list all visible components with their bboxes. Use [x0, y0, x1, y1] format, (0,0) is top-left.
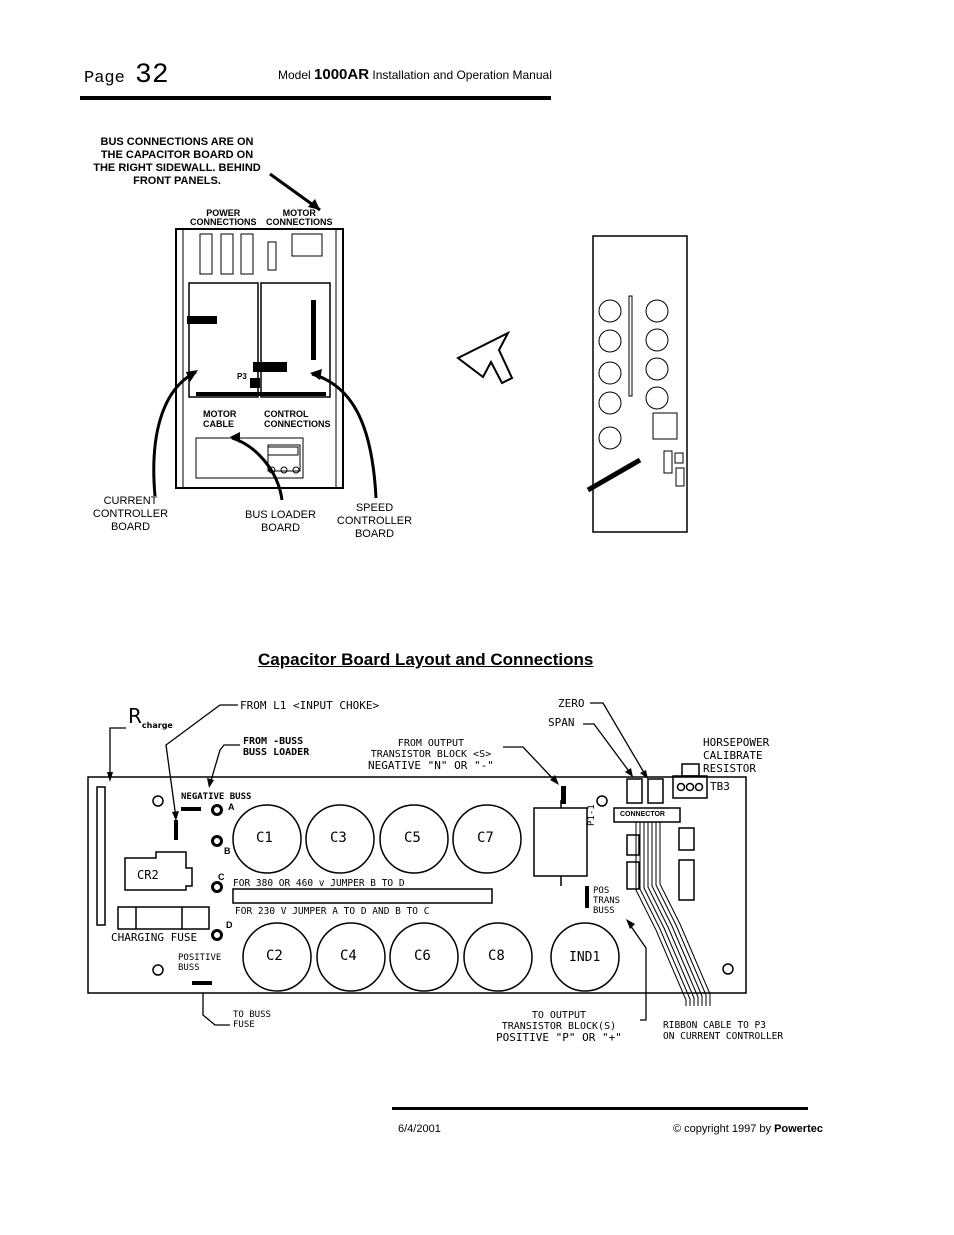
header-strip [311, 300, 316, 360]
page-label: Page 32 [84, 60, 169, 91]
mount-hole-1 [152, 795, 164, 807]
cap-c5: C5 [404, 830, 421, 846]
current-board-arrow [152, 370, 197, 497]
fuse-block [267, 241, 277, 271]
connector-label: CONNECTOR [620, 811, 665, 818]
mount-hole-4 [722, 963, 734, 975]
inductor-ind1: IND1 [569, 950, 601, 965]
speed-controller-caption: SPEED CONTROLLER BOARD [336, 502, 413, 540]
section-title: Capacitor Board Layout and Connections [258, 650, 594, 669]
footer-copyright: © copyright 1997 by Powertec [673, 1123, 823, 1135]
terminal-d-label: D [226, 920, 233, 930]
zero-label: ZERO [558, 697, 585, 710]
negative-buss-label: NEGATIVE BUSS [181, 792, 252, 802]
terminal-a [211, 804, 223, 816]
footer-date: 6/4/2001 [398, 1123, 441, 1135]
span-label: SPAN [548, 716, 575, 729]
pos-trans-buss-label: POS TRANS BUSS [593, 886, 621, 916]
speed-controller-outline [260, 282, 331, 398]
bottom-strip [196, 392, 326, 396]
header-rule [80, 96, 551, 100]
board-thumbnail [592, 235, 688, 533]
chassis-outline [175, 228, 344, 489]
charging-fuse-label: CHARGING FUSE [111, 931, 198, 944]
power-terminal-1 [199, 233, 213, 275]
company-name: Powertec [774, 1123, 823, 1135]
ribbon-connector-center [253, 362, 287, 372]
positive-buss-label: POSITIVE BUSS [178, 953, 222, 973]
bus-loader-caption: BUS LOADER BOARD [245, 509, 316, 534]
cap-c7: C7 [477, 830, 494, 846]
board-outline [87, 776, 747, 994]
from-output-label: FROM OUTPUT TRANSISTOR BLOCK <S> NEGATIV… [368, 738, 494, 772]
span-pot [647, 778, 664, 804]
drive-layout-diagram [152, 172, 688, 533]
speed-board-arrow [311, 372, 378, 499]
negative-output-bar [561, 786, 566, 804]
current-controller-outline [188, 282, 259, 398]
to-buss-fuse-label: TO BUSS FUSE [233, 1010, 271, 1030]
charging-fuse-outline [117, 906, 210, 930]
from-buss-label: FROM -BUSS BUSS LOADER [243, 736, 310, 758]
manual-title: Model 1000AR Installation and Operation … [278, 66, 552, 83]
control-connections-label: CONTROL CONNECTIONS [264, 409, 331, 429]
page-word: Page [84, 69, 125, 88]
page-number: 32 [135, 60, 169, 91]
power-terminal-3 [240, 233, 254, 275]
capacitor-board-diagram [87, 702, 747, 1026]
terminal-a-label: A [228, 802, 235, 812]
p1-1-label: P1-1 [587, 804, 597, 826]
motor-cable-label: MOTOR CABLE [203, 409, 237, 429]
terminal-b-label: B [224, 846, 231, 856]
footer-rule [392, 1107, 808, 1110]
pos-trans-buss-bar [585, 886, 589, 908]
bus-note: BUS CONNECTIONS ARE ON THE CAPACITOR BOA… [93, 136, 261, 187]
motor-connections-label: MOTOR CONNECTIONS [266, 208, 333, 227]
bus-loader-terminal [267, 444, 301, 472]
terminal-d [211, 929, 223, 941]
current-controller-caption: CURRENT CONTROLLER BOARD [92, 495, 169, 533]
ribbon-cable-label: RIBBON CABLE TO P3 ON CURRENT CONTROLLER [663, 1020, 784, 1042]
motor-terminal-strip [291, 233, 323, 257]
cr2-outline [124, 851, 193, 891]
model-number: 1000AR [314, 66, 370, 83]
cap-c1: C1 [256, 830, 273, 846]
mount-hole-2 [152, 964, 164, 976]
p3-connector [250, 378, 260, 388]
bus-loader-outline [195, 437, 304, 479]
jumper-230-label: FOR 230 V JUMPER A TO D AND B TO C [235, 906, 430, 917]
cap-c2: C2 [266, 948, 283, 964]
rotate-arrow [456, 330, 514, 385]
r-charge-resistor [96, 786, 106, 926]
mount-hole-3 [596, 795, 608, 807]
to-output-label: TO OUTPUT TRANSISTOR BLOCK(S) POSITIVE "… [496, 1010, 622, 1044]
from-l1-label: FROM L1 <INPUT CHOKE> [240, 699, 380, 712]
terminal-c-label: C [218, 872, 225, 882]
hp-resistor-label: HORSEPOWER CALIBRATE RESISTOR [703, 736, 770, 775]
jumper-strip [232, 888, 493, 904]
connector-outline [613, 807, 681, 823]
p3-label: P3 [237, 372, 247, 381]
chassis-inner [182, 228, 337, 489]
input-choke-bar [174, 820, 178, 840]
positive-buss-bar [192, 981, 212, 985]
cap-c6: C6 [414, 948, 431, 964]
zero-pot [626, 778, 643, 804]
resistor-body [533, 807, 588, 877]
jumper-380-label: FOR 380 OR 460 v JUMPER B TO D [233, 878, 405, 889]
title-suffix: Installation and Operation Manual [369, 68, 552, 82]
tb3-label: TB3 [710, 780, 730, 793]
r-charge-label: Rcharge [128, 704, 173, 730]
cap-c3: C3 [330, 830, 347, 846]
power-terminal-2 [220, 233, 234, 275]
cr2-label: CR2 [137, 868, 159, 882]
terminal-c [211, 881, 223, 893]
negative-buss-bar [181, 807, 201, 811]
title-prefix: Model [278, 68, 315, 82]
terminal-b [211, 835, 223, 847]
cap-c8: C8 [488, 948, 505, 964]
ribbon-connector-left [187, 316, 217, 324]
cap-c4: C4 [340, 948, 357, 964]
power-connections-label: POWER CONNECTIONS [190, 208, 257, 227]
